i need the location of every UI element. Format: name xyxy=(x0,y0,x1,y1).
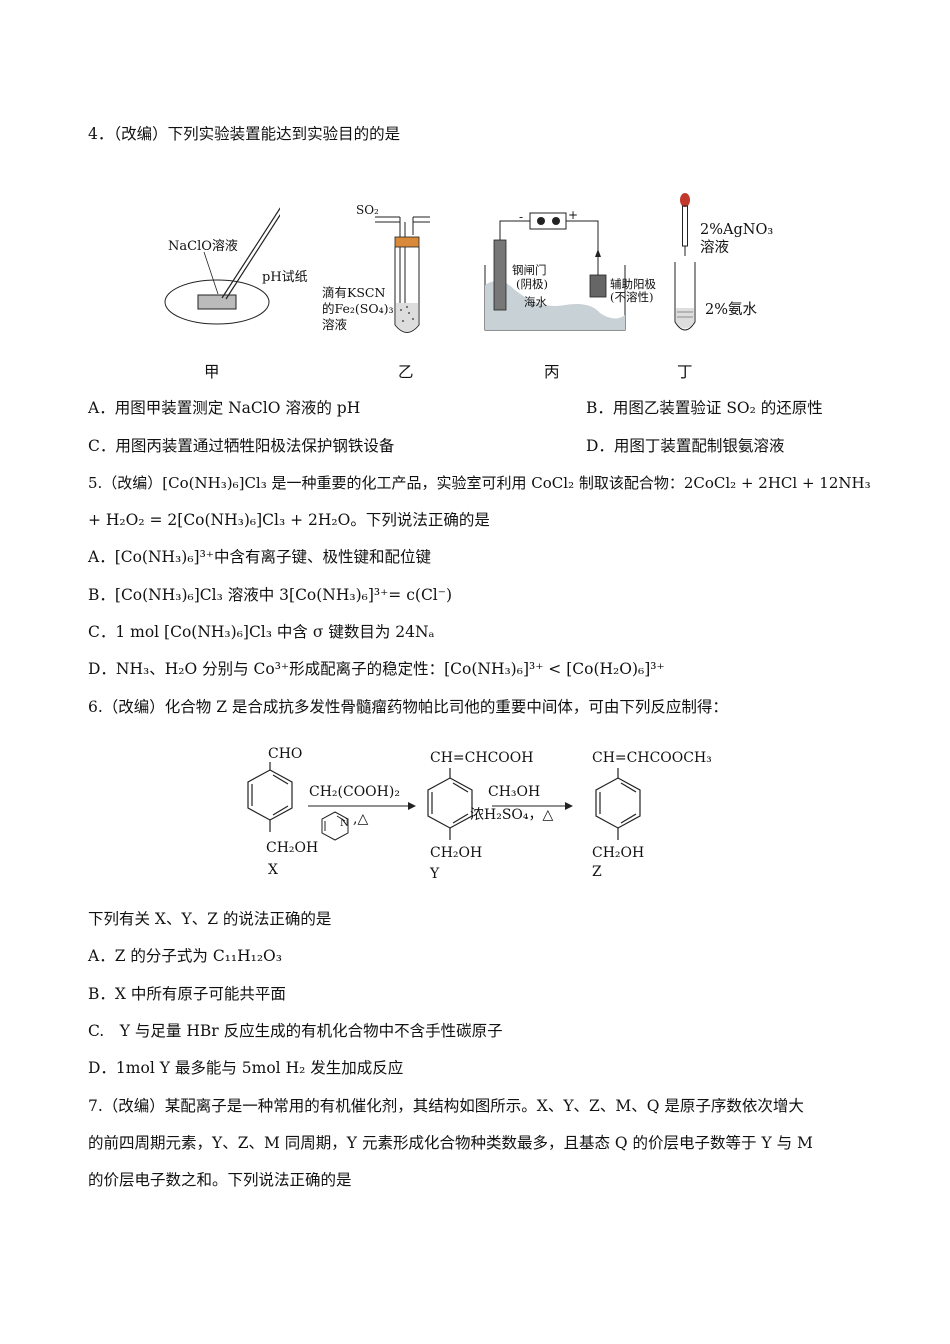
q6-stem: 6.（改编）化合物 Z 是合成抗多发性骨髓瘤药物帕比司他的重要中间体，可由下列反… xyxy=(88,698,728,716)
ring-y xyxy=(427,768,473,840)
q7-stem-line-1: 7.（改编）某配离子是一种常用的有机催化剂，其结构如图所示。X、Y、Z、M、Q … xyxy=(88,1097,804,1115)
reagent-2-bottom: 浓H₂SO₄，△ xyxy=(470,807,554,823)
z-top-group: CH=CHCOOCH₃ xyxy=(592,750,712,766)
figure-yi xyxy=(375,216,430,333)
q4-option-c[interactable]: C．用图丙装置通过牺牲阳极法保护钢铁设备 xyxy=(88,437,395,455)
q4-option-a[interactable]: A．用图甲装置测定 NaClO 溶液的 pH xyxy=(88,399,361,417)
q4-option-d[interactable]: D．用图丁装置配制银氨溶液 xyxy=(586,437,785,455)
y-top-group: CH=CHCOOH xyxy=(430,750,534,766)
ring-x xyxy=(247,762,293,832)
caption-jia: 甲 xyxy=(204,363,220,381)
bing-gate-label-1: 钢闸门 xyxy=(512,263,547,277)
q6-option-d[interactable]: D．1mol Y 最多能与 5mol H₂ 发生加成反应 xyxy=(88,1059,404,1077)
z-bottom-group: CH₂OH xyxy=(592,845,645,861)
x-top-group: CHO xyxy=(268,746,303,762)
q6-option-a[interactable]: A．Z 的分子式为 C₁₁H₁₂O₃ xyxy=(88,947,282,965)
figure-bing xyxy=(484,212,626,331)
ding-reagent-1: 2%AgNO₃ xyxy=(700,222,774,238)
bing-anode-label-2: (不溶性) xyxy=(610,290,654,304)
pyridine-n: N xyxy=(340,818,349,829)
yi-label-2: 的Fe₂(SO₄)₃ xyxy=(322,301,394,316)
y-label: Y xyxy=(430,866,440,882)
x-bottom-group: CH₂OH xyxy=(266,840,319,856)
q5-option-c[interactable]: C．1 mol [Co(NH₃)₆]Cl₃ 中含 σ 键数目为 24Nₐ xyxy=(88,623,435,641)
caption-ding: 丁 xyxy=(677,363,693,381)
y-bottom-group: CH₂OH xyxy=(430,845,483,861)
bing-water-label: 海水 xyxy=(524,295,547,309)
reagent-1-bottom: ,△ xyxy=(353,811,369,827)
q7-stem-line-2: 的前四周期元素，Y、Z、M 同周期，Y 元素形成化合物种类数最多，且基态 Q 的… xyxy=(88,1134,813,1152)
x-label: X xyxy=(268,862,278,878)
q5-stem-line-2: + H₂O₂ = 2[Co(NH₃)₆]Cl₃ + 2H₂O。下列说法正确的是 xyxy=(88,511,490,529)
reagent-2-top: CH₃OH xyxy=(488,784,541,800)
q6-option-b[interactable]: B．X 中所有原子可能共平面 xyxy=(88,985,286,1003)
figure-jia xyxy=(164,207,280,325)
q5-option-b[interactable]: B．[Co(NH₃)₆]Cl₃ 溶液中 3[Co(NH₃)₆]³⁺= c(Cl⁻… xyxy=(88,586,452,604)
q4-stem: 4．（改编）下列实验装置能达到实验目的的是 xyxy=(88,125,401,143)
bing-minus: - xyxy=(519,210,524,224)
q7-stem-line-3: 的价层电子数之和。下列说法正确的是 xyxy=(88,1171,352,1189)
q6-lead: 下列有关 X、Y、Z 的说法正确的是 xyxy=(88,910,332,928)
jia-paper-label: pH试纸 xyxy=(262,270,308,285)
pyridine-ring xyxy=(321,811,349,841)
q5-stem-line-1: 5.（改编）[Co(NH₃)₆]Cl₃ 是一种重要的化工产品，实验室可利用 Co… xyxy=(88,474,871,492)
figure-ding xyxy=(674,193,696,331)
ding-ammonia: 2%氨水 xyxy=(705,302,758,318)
caption-yi: 乙 xyxy=(398,363,414,381)
ding-reagent-2: 溶液 xyxy=(700,240,729,256)
bing-gate-label-2: (阴极) xyxy=(516,277,548,291)
q5-option-d[interactable]: D．NH₃、H₂O 分别与 Co³⁺形成配离子的稳定性：[Co(NH₃)₆]³⁺… xyxy=(88,660,665,678)
bing-plus: + xyxy=(568,208,579,222)
reagent-1-top: CH₂(COOH)₂ xyxy=(309,784,400,800)
ring-z xyxy=(595,768,641,840)
caption-bing: 丙 xyxy=(544,363,560,381)
yi-gas-label: SO₂ xyxy=(356,203,379,217)
jia-solution-label: NaClO溶液 xyxy=(168,239,238,254)
yi-label-1: 滴有KSCN xyxy=(322,285,386,300)
yi-label-3: 溶液 xyxy=(322,317,348,332)
q6-option-c[interactable]: C. Y 与足量 HBr 反应生成的有机化合物中不含手性碳原子 xyxy=(88,1022,503,1040)
q4-option-b[interactable]: B．用图乙装置验证 SO₂ 的还原性 xyxy=(586,399,823,417)
q5-option-a[interactable]: A．[Co(NH₃)₆]³⁺中含有离子键、极性键和配位键 xyxy=(88,548,431,566)
z-label: Z xyxy=(592,864,602,880)
bing-anode-label-1: 辅助阳极 xyxy=(610,277,656,291)
q6-reaction-scheme xyxy=(247,762,641,841)
